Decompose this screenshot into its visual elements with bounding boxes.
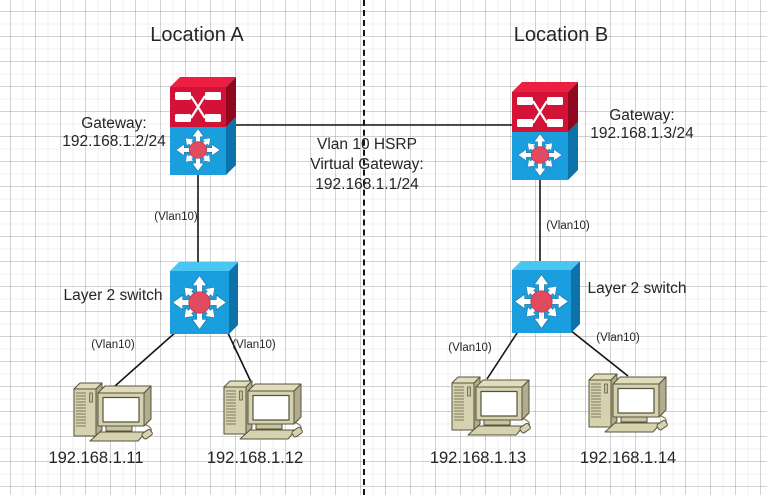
pc-a1-ip-label: 192.168.1.11 [48, 449, 144, 467]
layer2-switch-a-label: Layer 2 switch [63, 287, 163, 304]
multilayer-switch-b-icon[interactable] [512, 82, 578, 180]
pc-a2-icon[interactable] [220, 378, 304, 440]
layer2-switch-b-icon[interactable] [512, 261, 580, 333]
gateway-b-ip: 192.168.1.3/24 [590, 125, 694, 142]
access-vlan-b1-label: (Vlan10) [448, 342, 492, 354]
location-a-title: Location A [150, 24, 244, 46]
access-line-b1 [486, 329, 520, 380]
layer2-switch-b-label: Layer 2 switch [587, 280, 687, 297]
gateway-b-caption: Gateway: [609, 107, 675, 124]
access-vlan-a2-label: (Vlan10) [232, 339, 276, 351]
gateway-a-caption: Gateway: [81, 115, 147, 132]
access-vlan-b2-label: (Vlan10) [596, 332, 640, 344]
uplink-vlan-b-label: (Vlan10) [546, 220, 590, 232]
pc-b2-icon[interactable] [585, 371, 669, 433]
hsrp-line3: 192.168.1.1/24 [315, 176, 419, 193]
gateway-a-ip: 192.168.1.2/24 [62, 133, 166, 150]
access-line-a1 [114, 330, 178, 387]
access-vlan-a1-label: (Vlan10) [91, 339, 135, 351]
multilayer-switch-a-icon[interactable] [170, 77, 236, 175]
hsrp-virtual-gateway-label: Vlan 10 HSRP Virtual Gateway: 192.168.1.… [310, 135, 423, 195]
uplink-vlan-a-label: (Vlan10) [154, 211, 198, 223]
access-line-a2 [226, 330, 252, 383]
pc-b1-ip-label: 192.168.1.13 [429, 449, 527, 467]
layer2-switch-a-icon[interactable] [170, 262, 238, 334]
location-divider-dashed-line [363, 0, 365, 495]
pc-b1-icon[interactable] [448, 374, 532, 436]
pc-a2-ip-label: 192.168.1.12 [206, 449, 304, 467]
hsrp-line1: Vlan 10 HSRP [317, 136, 417, 153]
location-b-title: Location B [513, 24, 609, 46]
gateway-a-label: Gateway: 192.168.1.2/24 [62, 115, 165, 151]
access-line-b2 [569, 329, 629, 377]
gateway-b-label: Gateway: 192.168.1.3/24 [590, 107, 693, 143]
pc-a1-icon[interactable] [70, 380, 154, 442]
pc-b2-ip-label: 192.168.1.14 [579, 449, 677, 467]
hsrp-line2: Virtual Gateway: [310, 156, 424, 173]
